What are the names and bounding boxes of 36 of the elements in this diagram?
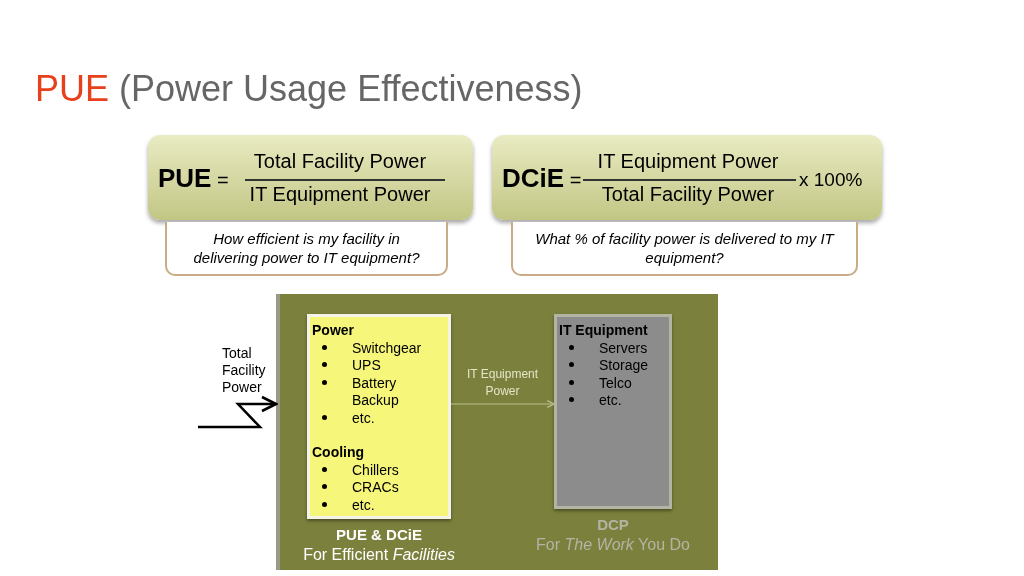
caption-text: For Efficient Facilities [303,546,455,564]
list-item: UPS [352,357,381,373]
denominator: Total Facility Power [601,183,775,206]
list-heading: IT Equipment [559,322,649,340]
question-box [511,222,858,276]
list-item: CRACs [352,479,399,495]
list-item: etc. [352,409,375,426]
numerator: Total Facility Power [253,150,427,173]
list-item: Storage [599,357,649,373]
list-item: etc. [599,392,622,408]
list-heading: Cooling [312,444,366,462]
question-text: How efficient is my facility in delivering power to IT equipment? [192,229,421,267]
formula-box [492,135,882,220]
caption-heading: DCP [597,516,629,533]
list-item: Telco [599,374,632,391]
title: PUE (Power Usage Effectiveness) [35,68,583,110]
list-item: Servers [599,339,648,356]
edge-label: Total Facility Power [222,345,267,396]
question-text: What % of facility power is delivered to my IT equipment? [534,229,836,267]
list-heading: Power [312,322,355,340]
caption-text: For The Work You Do [536,536,690,554]
denominator: IT Equipment Power [249,183,431,206]
multiplier: x 100% [799,169,863,191]
list-item: Switchgear [352,339,422,356]
formula-lhs: DCiE = [502,163,582,194]
list-item: Chillers [352,461,399,478]
panel [276,294,718,570]
question-box [165,222,448,276]
formula-box [148,135,473,220]
formula-lhs: PUE = [158,163,229,194]
caption-heading: PUE & DCiE [336,526,422,543]
arrow [450,400,555,408]
edge-label: IT Equipment Power [465,366,540,400]
arrow [198,395,278,429]
list-item: etc. [352,496,375,513]
numerator: IT Equipment Power [597,150,779,173]
